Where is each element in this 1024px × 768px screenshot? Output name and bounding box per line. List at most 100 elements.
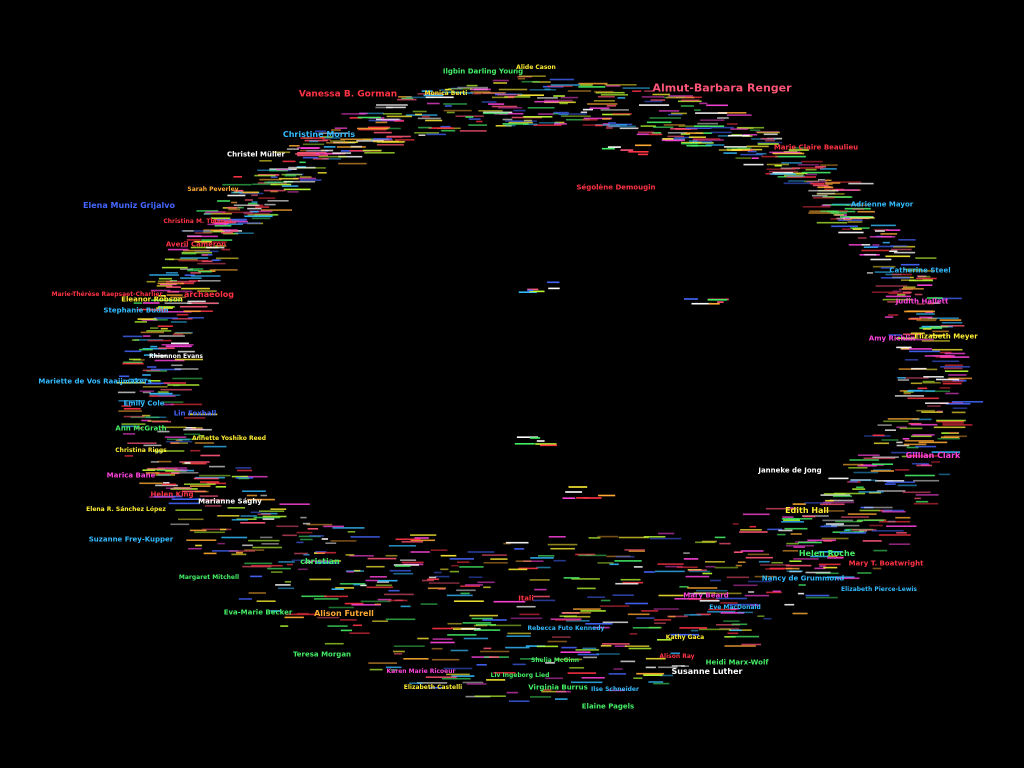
node-label-ricoeur[interactable]: Karen Marie Ricoeur: [386, 668, 456, 675]
node-mark: [385, 618, 416, 621]
node-label-demougin[interactable]: Ségolène Demougin: [576, 183, 656, 192]
node-mark: [889, 543, 910, 545]
node-label-pagels[interactable]: Elaine Pagels: [581, 702, 635, 711]
node-label-kennedy[interactable]: Rebecca Futo Kennedy: [527, 625, 605, 632]
node-label-reed[interactable]: Annette Yoshiko Reed: [191, 435, 267, 442]
node-mark: [619, 127, 639, 130]
node-mark: [217, 200, 231, 202]
node-label-marx-wolf[interactable]: Heidi Marx-Wolf: [705, 658, 769, 667]
node-mark: [338, 162, 367, 165]
node-label-muller[interactable]: Christel Müller: [226, 150, 286, 159]
node-label-raepsaet-charlier[interactable]: Marie-Thérèse Raepsaet-Charlier: [51, 291, 163, 298]
node-label-beard[interactable]: Mary Beard: [683, 591, 729, 600]
node-label-cason[interactable]: Alide Cason: [516, 64, 556, 71]
node-mark: [441, 129, 456, 132]
node-mark: [443, 103, 467, 105]
node-label-christian[interactable]: christian: [300, 557, 340, 566]
node-label-robson[interactable]: Eleanor Robson: [121, 295, 183, 304]
node-mark: [600, 645, 612, 647]
node-label-clark[interactable]: Gillian Clark: [905, 451, 961, 460]
node-mark: [687, 587, 718, 589]
node-mark: [340, 138, 371, 141]
node-mark: [362, 149, 382, 152]
node-label-schneider[interactable]: Ilse Schneider: [591, 686, 639, 693]
node-label-budin[interactable]: Stephanie Budin: [103, 306, 169, 315]
node-label-burrus[interactable]: Virginia Burrus: [528, 683, 588, 692]
node-label-sanchez-lopez[interactable]: Elena R. Sánchez López: [86, 506, 166, 513]
node-label-de-vos[interactable]: Mariette de Vos Raaijmakers: [38, 377, 152, 386]
node-mark: [931, 451, 961, 453]
node-label-meyer[interactable]: Elizabeth Meyer: [914, 332, 978, 341]
node-label-mcginn[interactable]: Shelia McGinn: [531, 657, 579, 664]
node-label-gaca[interactable]: Kathy Gaca: [665, 634, 705, 641]
node-label-frey-kupper[interactable]: Suzanne Frey-Kupper: [88, 535, 174, 544]
node-mark: [904, 310, 935, 313]
node-label-foxhall[interactable]: Lin Foxhall: [173, 409, 217, 418]
node-mark: [688, 570, 711, 573]
node-mark: [789, 560, 802, 562]
node-label-evans[interactable]: Rhiannon Evans: [149, 353, 203, 360]
node-label-hall[interactable]: Edith Hall: [785, 506, 829, 515]
node-label-king[interactable]: Helen King: [150, 490, 194, 499]
node-mark: [231, 191, 243, 194]
node-mark: [556, 690, 571, 693]
node-mark: [825, 499, 834, 502]
node-label-luther[interactable]: Susanne Luther: [671, 667, 743, 676]
node-mark: [390, 669, 397, 671]
node-label-de-jong[interactable]: Janneke de Jong: [758, 466, 822, 475]
node-mark: [902, 491, 931, 494]
node-label-morgan[interactable]: Teresa Morgan: [292, 650, 352, 659]
node-mark: [778, 529, 793, 532]
node-label-peverley[interactable]: Sarah Peverley: [187, 186, 239, 193]
node-label-itali[interactable]: Itali: [518, 594, 534, 603]
node-label-becker[interactable]: Eva-Marie Becker: [223, 608, 293, 617]
node-label-gorman[interactable]: Vanessa B. Gorman: [298, 89, 398, 100]
node-label-bane[interactable]: Marica Bane: [106, 471, 156, 480]
node-mark: [688, 569, 707, 571]
node-label-beaulieu[interactable]: Marie Claire Beaulieu: [773, 143, 859, 152]
node-label-mayor[interactable]: Adrienne Mayor: [850, 200, 914, 209]
node-label-thomas[interactable]: Christina M. Thomas: [163, 218, 233, 225]
node-label-boatwright[interactable]: Mary T. Boatwright: [848, 559, 924, 568]
node-mark: [798, 584, 806, 586]
node-label-mitchell[interactable]: Margaret Mitchell: [178, 574, 240, 581]
node-label-cameron[interactable]: Averil Cameron: [165, 240, 227, 249]
node-mark: [553, 559, 566, 562]
node-mark: [595, 91, 625, 94]
node-mark: [684, 132, 704, 134]
node-mark: [873, 469, 891, 471]
node-label-berti[interactable]: Monica Berti: [424, 90, 468, 97]
node-mark: [549, 78, 574, 81]
node-mark: [157, 282, 185, 285]
node-mark: [922, 382, 941, 384]
node-label-hallett[interactable]: Judith Hallett: [895, 297, 949, 306]
node-label-roche[interactable]: Helen Roche: [798, 549, 856, 558]
node-mark: [300, 516, 307, 519]
node-label-morris[interactable]: Christine Morris: [282, 130, 356, 139]
node-label-richlin[interactable]: Amy Richlin: [868, 334, 916, 343]
node-label-young[interactable]: Ilgbin Darling Young: [442, 67, 524, 76]
node-mark: [747, 149, 754, 151]
node-label-saghy[interactable]: Marianne Sághy: [198, 497, 262, 506]
node-label-macdonald[interactable]: Eve MacDonald: [709, 604, 761, 611]
node-mark: [260, 494, 267, 497]
node-label-futrell[interactable]: Alison Futrell: [314, 609, 374, 618]
node-mark: [585, 623, 613, 625]
node-label-mcgrath[interactable]: Ann McGrath: [115, 424, 167, 433]
node-label-lied[interactable]: Liv Ingeborg Lied: [490, 672, 550, 679]
node-label-archaeolog[interactable]: archaeolog: [183, 290, 235, 299]
node-label-renger[interactable]: Almut-Barbara Renger: [652, 81, 792, 95]
node-mark: [248, 202, 258, 205]
node-label-riggs[interactable]: Christina Riggs: [115, 447, 167, 454]
node-mark: [530, 696, 552, 698]
node-label-steel[interactable]: Catherine Steel: [889, 266, 951, 275]
node-label-ray[interactable]: Alison Ray: [659, 653, 695, 660]
node-mark: [451, 675, 475, 677]
node-mark: [645, 657, 666, 660]
node-mark: [420, 603, 438, 605]
node-label-cole[interactable]: Emily Cole: [123, 399, 165, 408]
node-label-grijalvo[interactable]: Elena Muniz Grijalvo: [83, 201, 175, 210]
node-label-de-grummond[interactable]: Nancy de Grummond: [761, 574, 845, 583]
node-label-pierce-lewis[interactable]: Elizabeth Pierce-Lewis: [840, 586, 918, 593]
node-label-castelli[interactable]: Elizabeth Castelli: [403, 684, 463, 691]
